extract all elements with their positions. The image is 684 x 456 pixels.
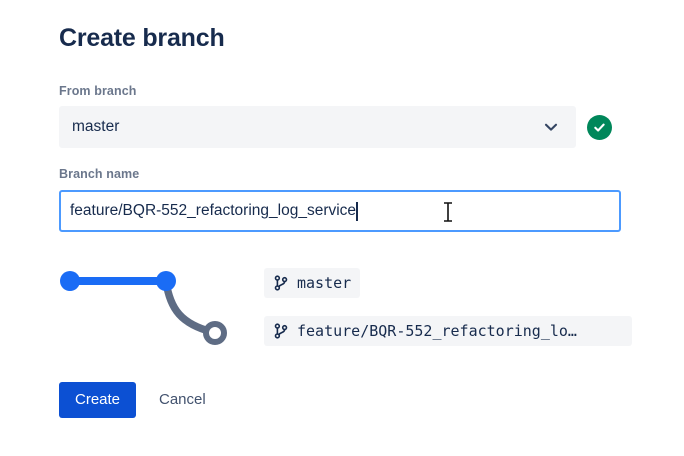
new-branch-node (203, 321, 227, 345)
branch-name-value: feature/BQR-552_refactoring_log_service (70, 202, 357, 219)
text-caret (356, 201, 358, 221)
branch-label-master: master (264, 268, 361, 298)
git-branch-icon (273, 323, 289, 339)
cancel-button[interactable]: Cancel (155, 382, 210, 418)
base-start-node (60, 271, 80, 291)
git-branch-icon (273, 275, 289, 291)
check-circle-icon (587, 115, 612, 140)
page-title: Create branch (59, 24, 225, 52)
from-branch-label: From branch (59, 84, 137, 98)
branch-name-label: Branch name (59, 167, 140, 181)
from-branch-select[interactable]: master (59, 106, 576, 148)
chevron-down-icon (542, 118, 560, 136)
branch-graph (52, 258, 242, 358)
branch-label-feature: feature/BQR-552_refactoring_lo… (264, 316, 632, 346)
branch-name-input[interactable]: feature/BQR-552_refactoring_log_service (59, 190, 621, 232)
mouse-ibeam-cursor (442, 202, 454, 222)
from-branch-selected-value: master (72, 118, 120, 135)
branch-label-text: feature/BQR-552_refactoring_lo… (297, 322, 577, 340)
branch-label-text: master (297, 274, 352, 292)
create-button[interactable]: Create (59, 382, 137, 418)
branch-name-value-wrap: feature/BQR-552_refactoring_log_service (70, 201, 358, 221)
new-branch-curve (162, 277, 216, 336)
base-head-node (156, 271, 176, 291)
